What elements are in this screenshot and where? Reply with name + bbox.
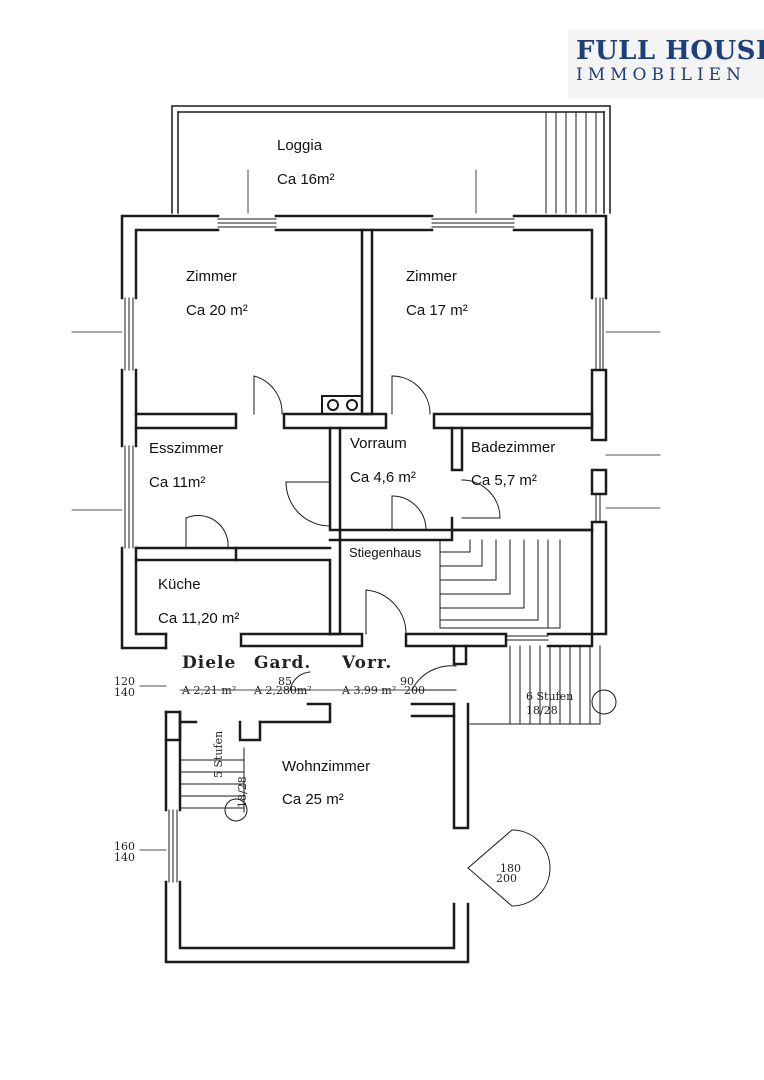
staircase [439,539,561,629]
loggia-name: Loggia [277,137,323,154]
stiegenhaus-name: Stiegenhaus [349,545,422,560]
dim-200-top: 200 [404,684,425,697]
wohnzimmer-name: Wohnzimmer [282,758,371,775]
entry-steps [179,747,248,822]
logo-line1: FULL HOUSE [576,36,764,66]
logo-line2: IMMOBILIEN [576,65,746,85]
vorraum-area: Ca 4,6 m² [350,469,416,486]
dim-140-top: 140 [114,686,135,699]
badezimmer-area: Ca 5,7 m² [471,472,537,489]
gard-area: A 2,280m² [254,684,312,697]
kueche-area: Ca 11,20 m² [158,610,240,627]
loggia-area: Ca 16m² [277,171,335,188]
dim-180: 180 [500,862,521,875]
stufen5-ratio: 18/28 [236,776,249,808]
vorr-label: Vorr. [342,653,393,673]
stufen6-label: 6 Stufen [526,690,574,703]
vorr-area: A 3.99 m² [342,684,397,697]
stufen6-ratio: 18/28 [526,704,558,717]
loggia-outline [171,105,611,214]
kueche-name: Küche [158,576,201,593]
zimmer1-area: Ca 20 m² [186,302,248,319]
windows [124,218,604,883]
vorraum-name: Vorraum [350,435,407,452]
esszimmer-area: Ca 11m² [149,474,206,491]
badezimmer-name: Badezimmer [471,439,556,456]
gard-label: Gard. [254,653,312,673]
logo: FULL HOUSE IMMOBILIEN [568,30,764,98]
dim-140-bottom: 140 [114,851,135,864]
dim-85: 85 [278,675,292,688]
dim-90: 90 [400,675,414,688]
leader-lines [71,169,661,851]
outside-steps [469,645,617,725]
stufen5-label: 5 Stufen [212,730,225,778]
zimmer1-name: Zimmer [186,268,237,285]
diele-area: A 2,21 m² [182,684,237,697]
zimmer2-name: Zimmer [406,268,457,285]
dim-200-bottom: 200 [496,872,517,885]
chimney [321,395,363,415]
dim-160: 160 [114,840,135,853]
esszimmer-name: Esszimmer [149,440,224,457]
door-swings [185,375,551,907]
interior-walls [134,228,594,742]
loggia-steps [545,111,597,214]
outer-walls [120,214,608,964]
zimmer2-area: Ca 17 m² [406,302,468,319]
diele-label: Diele [182,653,237,673]
wohnzimmer-area: Ca 25 m² [282,791,344,808]
dim-120: 120 [114,675,135,688]
